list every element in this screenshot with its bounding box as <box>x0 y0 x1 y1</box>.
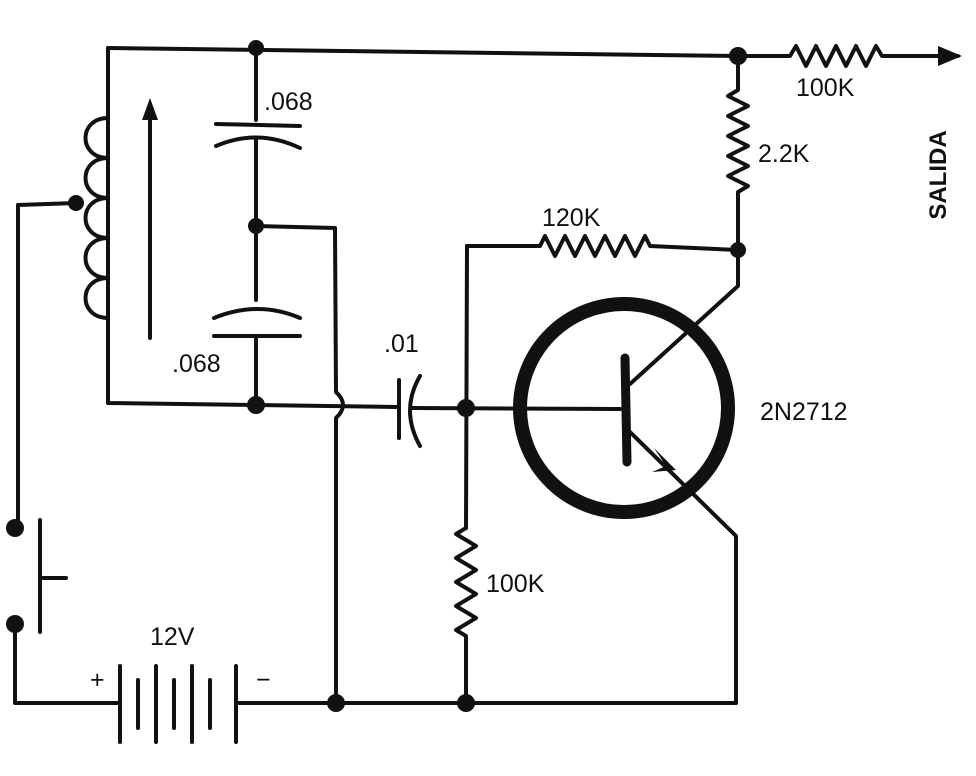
coupling-cap-plate-curved <box>408 374 422 448</box>
label-battery-minus: − <box>256 666 271 694</box>
label-output-salida: SALIDA <box>925 130 952 219</box>
label-battery-voltage: 12V <box>150 623 195 651</box>
label-transistor: 2N2712 <box>760 398 848 426</box>
inductor-tap-wire <box>16 201 78 530</box>
base-ground-resistor <box>454 526 478 705</box>
feedback-resistor <box>465 234 740 258</box>
transistor-emitter-lead <box>628 430 738 705</box>
base-bias-vertical <box>464 244 469 530</box>
junction-dot <box>327 694 345 712</box>
collector-resistor <box>726 54 750 252</box>
label-output-resistor: 100K <box>796 74 855 102</box>
label-battery-plus: + <box>90 666 105 694</box>
junction-dot <box>248 218 264 234</box>
base-line-wire <box>254 403 398 409</box>
divider-midpoint-wire <box>254 224 345 705</box>
switch-terminal <box>6 519 24 537</box>
output-arrowhead-icon <box>938 46 962 66</box>
junction-dot <box>248 40 264 56</box>
emitter-arrowhead-icon <box>652 448 676 472</box>
inductor-coil <box>83 116 110 320</box>
transistor-base-bar <box>620 353 632 467</box>
top-rail-wire <box>106 46 762 58</box>
label-cap-bottom: .068 <box>172 350 221 378</box>
transistor-envelope <box>513 297 735 519</box>
label-collector-resistor: 2.2K <box>758 140 810 168</box>
inductor-bottom-wire <box>106 316 258 407</box>
switch-terminal <box>6 615 24 633</box>
cap-top-plate-flat <box>214 122 302 128</box>
junction-dot <box>68 195 84 211</box>
junction-dot <box>457 694 475 712</box>
junction-dot <box>729 47 747 65</box>
label-feedback-resistor: 120K <box>542 204 601 232</box>
cap-bottom-plate-curved <box>212 307 302 320</box>
output-resistor <box>758 44 937 68</box>
label-base-resistor: 100K <box>486 570 545 598</box>
junction-dot <box>730 242 746 258</box>
label-coupling-cap: .01 <box>384 330 419 358</box>
tuning-arrowhead-icon <box>142 98 158 120</box>
label-cap-top: .068 <box>264 88 313 116</box>
junction-dot <box>457 399 475 417</box>
left-rail-wire <box>13 622 120 705</box>
junction-dot <box>247 396 265 414</box>
transistor-collector-lead <box>628 248 740 386</box>
cap-top-plate-curved <box>214 135 302 150</box>
